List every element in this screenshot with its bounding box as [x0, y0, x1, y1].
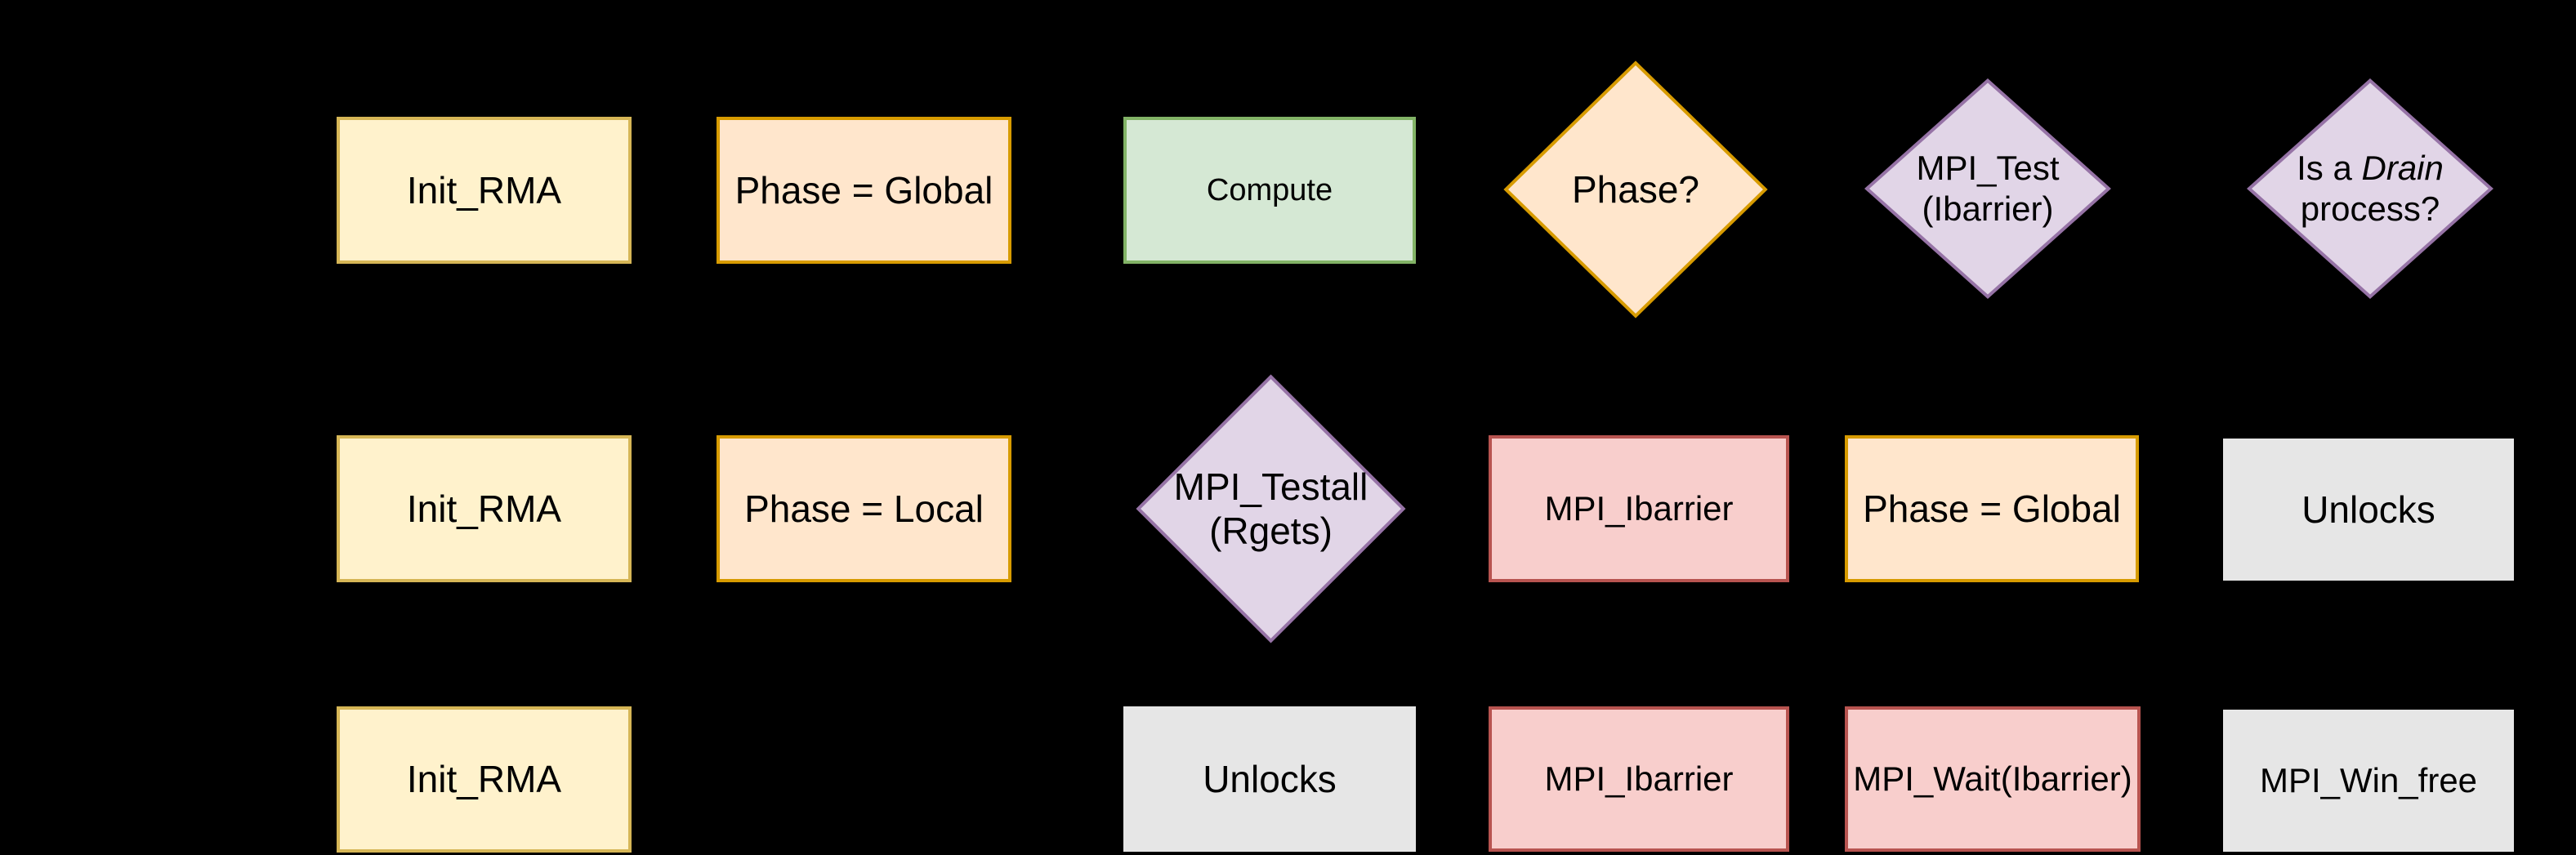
node-label: Init_RMA	[406, 487, 562, 530]
node-label: MPI_Test (Ibarrier)	[1916, 149, 2060, 228]
diamond-shape	[2247, 78, 2493, 299]
node-label: MPI_Ibarrier	[1544, 489, 1734, 528]
flow-node-mpi-wait-ibarrier: MPI_Wait(Ibarrier)	[1845, 706, 2141, 852]
node-label: Unlocks	[1203, 757, 1337, 800]
node-label: Init_RMA	[406, 168, 562, 212]
node-label: Phase?	[1571, 167, 1699, 211]
flow-node-init-rma-row1: Init_RMA	[337, 117, 632, 264]
flow-decision-mpi-testall-rgets: MPI_Testall (Rgets)	[1136, 374, 1406, 643]
node-label: Phase = Local	[744, 487, 984, 530]
node-label: MPI_Ibarrier	[1544, 759, 1734, 799]
node-label: Unlocks	[2301, 488, 2435, 531]
flow-node-unlocks-row3: Unlocks	[1123, 706, 1416, 852]
flow-node-mpi-ibarrier-row2: MPI_Ibarrier	[1489, 435, 1789, 582]
node-label: MPI_Win_free	[2259, 761, 2478, 800]
node-label: Phase = Global	[734, 168, 993, 212]
diamond-shape	[1503, 60, 1768, 318]
node-label: MPI_Wait(Ibarrier)	[1853, 759, 2132, 799]
flow-node-unlocks-row2: Unlocks	[2223, 439, 2514, 581]
italic-word: Drain	[2361, 149, 2444, 188]
node-label: MPI_Testall (Rgets)	[1173, 465, 1368, 552]
flow-node-init-rma-row3: Init_RMA	[337, 706, 632, 853]
flow-decision-mpi-test-ibarrier: MPI_Test (Ibarrier)	[1864, 78, 2111, 299]
flow-node-phase-global-row2: Phase = Global	[1845, 435, 2139, 582]
flow-node-phase-local: Phase = Local	[717, 435, 1011, 582]
diamond-shape	[1864, 78, 2111, 299]
node-label: Phase = Global	[1863, 487, 2121, 530]
flow-node-phase-global-row1: Phase = Global	[717, 117, 1011, 264]
flow-node-init-rma-row2: Init_RMA	[337, 435, 632, 582]
flow-decision-phase: Phase?	[1503, 60, 1768, 318]
node-label: Compute	[1206, 172, 1333, 207]
node-label: Is a Drain process?	[2297, 149, 2444, 228]
flow-node-mpi-win-free: MPI_Win_free	[2223, 710, 2514, 852]
diamond-shape	[1136, 374, 1406, 643]
flow-node-mpi-ibarrier-row3: MPI_Ibarrier	[1489, 706, 1789, 852]
node-label: Init_RMA	[406, 758, 562, 801]
flow-node-compute: Compute	[1123, 117, 1416, 264]
flow-decision-is-drain-process: Is a Drain process?	[2247, 78, 2493, 299]
